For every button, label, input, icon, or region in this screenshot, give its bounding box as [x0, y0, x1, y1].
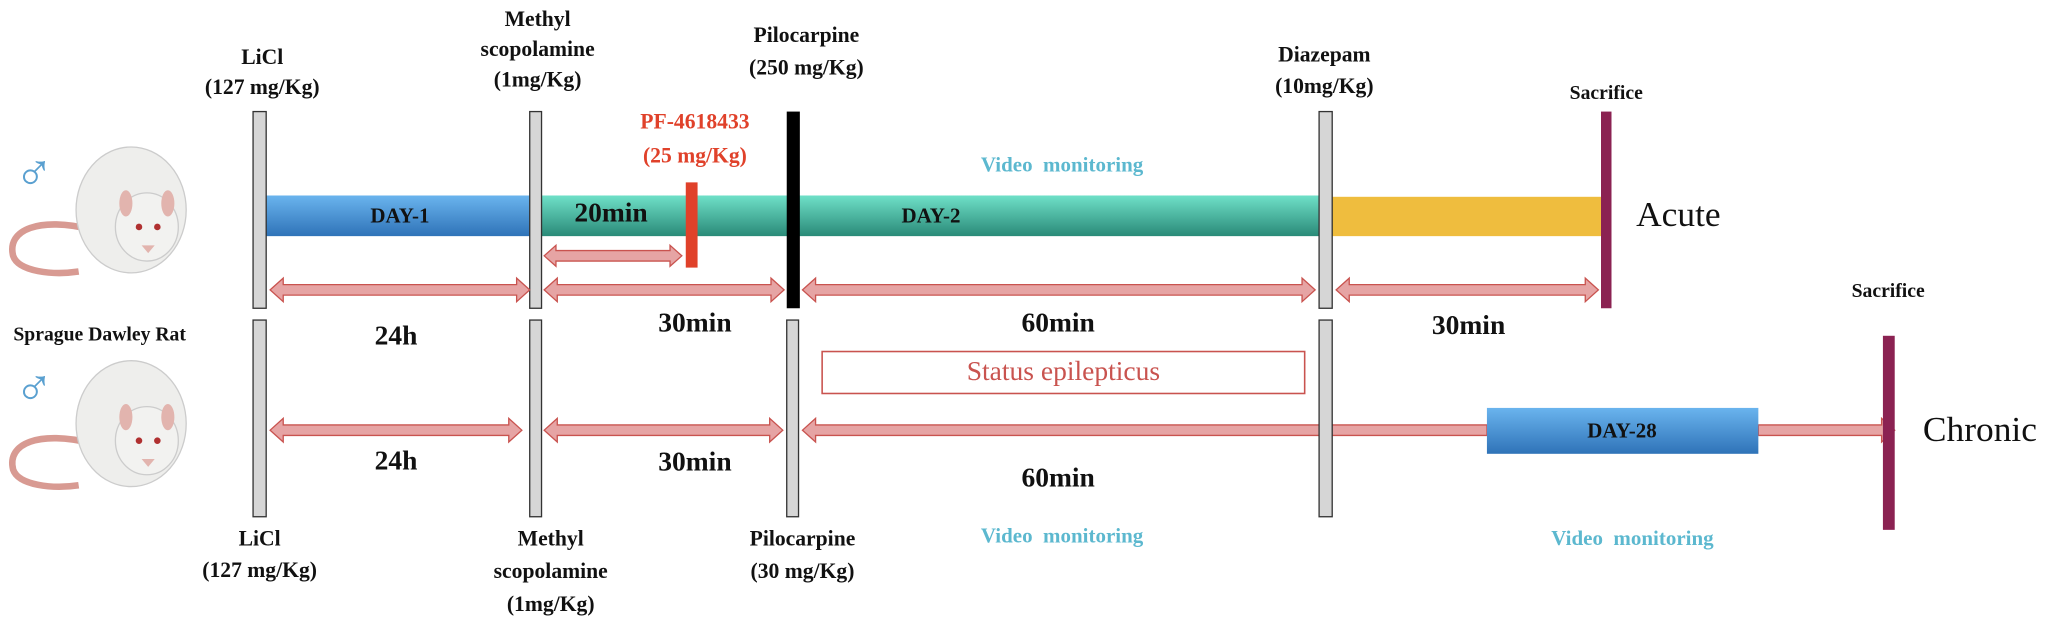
methyl-label: Methyl	[505, 7, 571, 31]
licl-dose: (127 mg/Kg)	[202, 558, 317, 582]
rat-icon	[9, 146, 187, 277]
status-epilepticus-label: Status epilepticus	[967, 355, 1160, 386]
licl-label: LiCl	[241, 45, 283, 69]
acute-group-label: Acute	[1636, 194, 1721, 234]
pf-marker	[685, 182, 698, 268]
licl-label: LiCl	[239, 526, 281, 550]
day1-label: DAY-1	[370, 204, 429, 228]
duration-60min: 60min	[1021, 307, 1094, 338]
licl-dose: (127 mg/Kg)	[205, 75, 320, 99]
rat-icon	[9, 360, 187, 490]
methyl-marker	[529, 110, 543, 309]
arrow-24h	[269, 416, 523, 444]
pilocarpine-dose: (250 mg/Kg)	[749, 56, 864, 80]
duration-24h: 24h	[375, 320, 418, 351]
duration-24h: 24h	[375, 444, 418, 475]
licl-marker	[252, 110, 267, 309]
chronic-group-label: Chronic	[1923, 409, 2037, 449]
methyl-dose: (1mg/Kg)	[494, 67, 582, 91]
video-monitoring-label: Video monitoring	[981, 152, 1144, 176]
animal-label: Sprague Dawley Rat	[13, 323, 186, 345]
pilocarpine-label: Pilocarpine	[754, 23, 860, 47]
licl-marker	[252, 319, 267, 518]
day28-bar	[1486, 407, 1759, 454]
arrow-30min	[543, 416, 784, 444]
male-symbol-icon: ♂	[14, 360, 53, 418]
methyl-label: Methyl	[518, 526, 584, 550]
pilocarpine-marker	[786, 319, 800, 518]
post-diazepam-bar	[1332, 196, 1602, 237]
pf-dose: (25 mg/Kg)	[643, 143, 747, 167]
arrow-30min-post	[1335, 276, 1600, 304]
diazepam-label: Diazepam	[1278, 42, 1371, 66]
sacrifice-label: Sacrifice	[1852, 280, 1925, 302]
pf-label: PF-4618433	[640, 109, 749, 133]
arrow-60min	[801, 276, 1317, 304]
arrow-20min	[543, 243, 683, 268]
pilocarpine-dose: (30 mg/Kg)	[751, 559, 855, 583]
methyl-marker	[529, 319, 543, 518]
arrow-24h	[269, 276, 531, 304]
video-monitoring-label: Video monitoring	[981, 524, 1144, 548]
video-monitoring-label-2: Video monitoring	[1551, 526, 1714, 550]
male-symbol-icon: ♂	[14, 144, 53, 202]
sacrifice-marker	[1601, 111, 1612, 309]
diazepam-dose: (10mg/Kg)	[1275, 74, 1373, 98]
duration-30min-post: 30min	[1432, 309, 1505, 340]
duration-60min: 60min	[1021, 461, 1094, 492]
day1-bar	[266, 195, 530, 237]
sacrifice-marker	[1882, 335, 1895, 530]
sacrifice-label: Sacrifice	[1570, 82, 1643, 104]
diazepam-marker	[1318, 319, 1333, 518]
status-epilepticus-box	[821, 350, 1306, 395]
methyl-label-2: scopolamine	[481, 37, 596, 61]
duration-arrows-acute	[269, 243, 1600, 304]
arrow-60min-to-day28	[801, 416, 1488, 444]
duration-30min: 30min	[658, 307, 731, 338]
pilocarpine-marker	[786, 111, 800, 309]
day2-label: DAY-2	[901, 204, 960, 228]
arrow-to-sacrifice	[1757, 416, 1896, 444]
methyl-label-2: scopolamine	[494, 559, 609, 583]
day28-label: DAY-28	[1587, 419, 1657, 443]
day2-bar	[541, 195, 1320, 237]
methyl-dose: (1mg/Kg)	[507, 592, 595, 616]
duration-30min: 30min	[658, 446, 731, 477]
pilocarpine-label: Pilocarpine	[750, 526, 856, 550]
arrow-30min	[543, 276, 786, 304]
diazepam-marker	[1318, 110, 1333, 309]
20min-label: 20min	[574, 196, 647, 227]
